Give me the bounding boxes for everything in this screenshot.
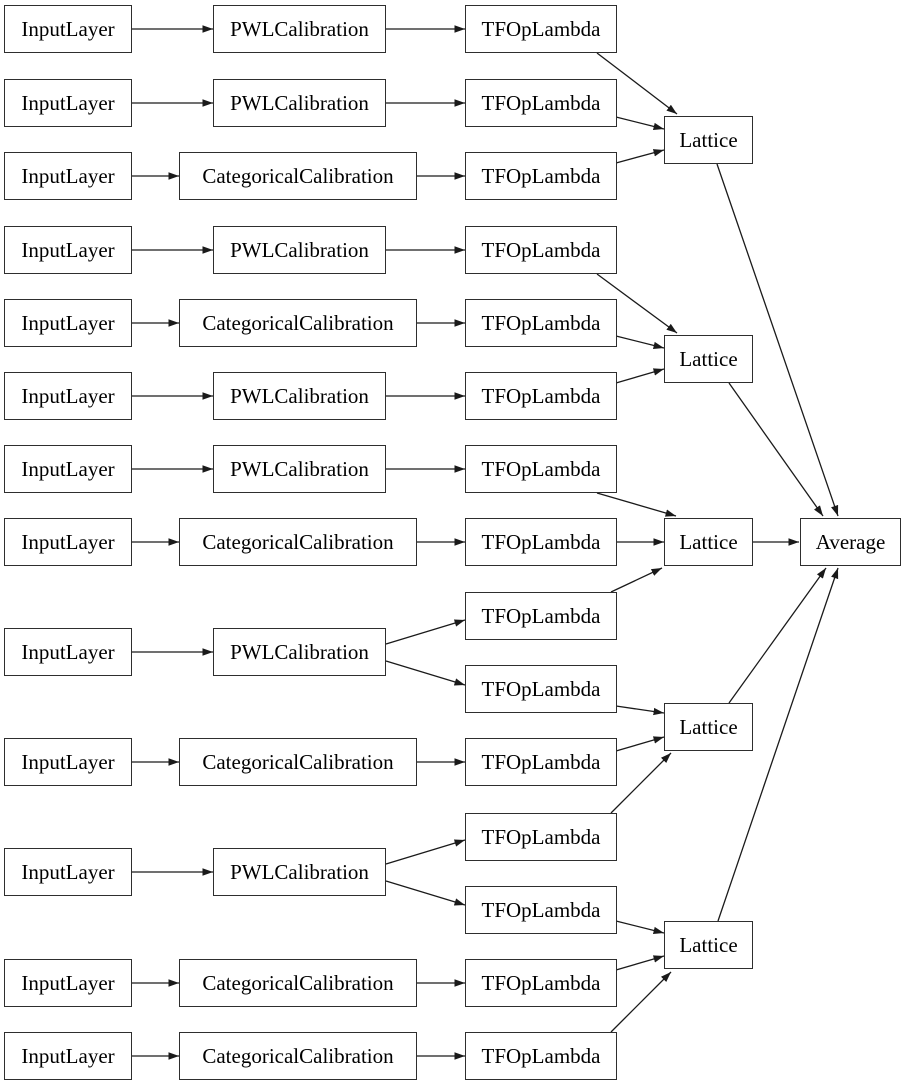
node-tfoplambda-9: TFOpLambda — [465, 592, 617, 640]
edge-cal9-op10 — [385, 660, 466, 686]
node-inputlayer-5: InputLayer — [4, 299, 132, 347]
node-tfoplambda-1: TFOpLambda — [465, 5, 617, 53]
node-categoricalcalibration-6: CategoricalCalibration — [179, 1032, 417, 1080]
edge-op2-lat1 — [615, 116, 665, 131]
node-tfoplambda-8: TFOpLambda — [465, 518, 617, 566]
node-pwlcalibration-2: PWLCalibration — [213, 79, 386, 127]
node-inputlayer-2: InputLayer — [4, 79, 132, 127]
node-categoricalcalibration-4: CategoricalCalibration — [179, 738, 417, 786]
node-tfoplambda-6: TFOpLambda — [465, 372, 617, 420]
node-tfoplambda-4: TFOpLambda — [465, 226, 617, 274]
node-inputlayer-13: InputLayer — [4, 1032, 132, 1080]
node-inputlayer-1: InputLayer — [4, 5, 132, 53]
node-inputlayer-9: InputLayer — [4, 628, 132, 676]
node-tfoplambda-3: TFOpLambda — [465, 152, 617, 200]
node-pwlcalibration-6: PWLCalibration — [213, 628, 386, 676]
node-inputlayer-11: InputLayer — [4, 848, 132, 896]
edge-cal11-op12 — [385, 839, 466, 865]
node-categoricalcalibration-5: CategoricalCalibration — [179, 959, 417, 1007]
node-tfoplambda-7: TFOpLambda — [465, 445, 617, 493]
edge-op9-lat3 — [610, 567, 663, 593]
node-lattice-4: Lattice — [664, 703, 753, 751]
node-lattice-1: Lattice — [664, 116, 753, 164]
edge-op6-lat2 — [615, 368, 665, 384]
edge-op3-lat1 — [615, 149, 665, 164]
node-pwlcalibration-1: PWLCalibration — [213, 5, 386, 53]
edge-op12-lat4 — [610, 752, 672, 814]
edge-op11-lat4 — [615, 736, 665, 752]
edge-op14-lat5 — [615, 955, 665, 971]
node-tfoplambda-11: TFOpLambda — [465, 738, 617, 786]
node-inputlayer-4: InputLayer — [4, 226, 132, 274]
node-lattice-5: Lattice — [664, 921, 753, 969]
node-inputlayer-10: InputLayer — [4, 738, 132, 786]
node-categoricalcalibration-1: CategoricalCalibration — [179, 152, 417, 200]
node-tfoplambda-5: TFOpLambda — [465, 299, 617, 347]
node-inputlayer-6: InputLayer — [4, 372, 132, 420]
edge-cal9-op9 — [385, 619, 466, 645]
node-tfoplambda-10: TFOpLambda — [465, 665, 617, 713]
edge-op1-lat1 — [596, 52, 678, 115]
node-pwlcalibration-5: PWLCalibration — [213, 445, 386, 493]
node-pwlcalibration-7: PWLCalibration — [213, 848, 386, 896]
edge-lat5-avg — [717, 567, 839, 922]
node-inputlayer-7: InputLayer — [4, 445, 132, 493]
node-pwlcalibration-3: PWLCalibration — [213, 226, 386, 274]
node-inputlayer-8: InputLayer — [4, 518, 132, 566]
node-tfoplambda-14: TFOpLambda — [465, 959, 617, 1007]
node-tfoplambda-2: TFOpLambda — [465, 79, 617, 127]
edge-op15-lat5 — [610, 971, 672, 1033]
node-categoricalcalibration-2: CategoricalCalibration — [179, 299, 417, 347]
edge-lat2-avg — [728, 382, 824, 517]
edge-op5-lat2 — [615, 335, 665, 350]
node-tfoplambda-15: TFOpLambda — [465, 1032, 617, 1080]
edge-op4-lat2 — [596, 273, 678, 334]
node-tfoplambda-12: TFOpLambda — [465, 813, 617, 861]
node-lattice-2: Lattice — [664, 335, 753, 383]
edge-lat4-avg — [728, 567, 827, 704]
node-inputlayer-3: InputLayer — [4, 152, 132, 200]
edge-op10-lat4 — [615, 705, 665, 716]
node-pwlcalibration-4: PWLCalibration — [213, 372, 386, 420]
node-average: Average — [800, 518, 901, 566]
node-lattice-3: Lattice — [664, 518, 753, 566]
edge-cal11-op13 — [385, 880, 466, 906]
node-inputlayer-12: InputLayer — [4, 959, 132, 1007]
edge-lat1-avg — [716, 163, 839, 517]
node-tfoplambda-13: TFOpLambda — [465, 886, 617, 934]
edge-op13-lat5 — [615, 920, 665, 935]
node-categoricalcalibration-3: CategoricalCalibration — [179, 518, 417, 566]
edge-op7-lat3 — [596, 492, 677, 517]
